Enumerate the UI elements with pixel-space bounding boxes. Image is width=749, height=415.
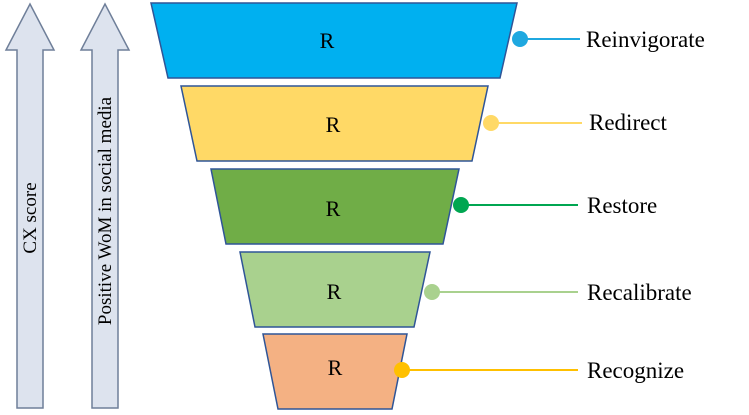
funnel-stage-recognize: R Recognize xyxy=(262,333,684,410)
funnel-letter-restore: R xyxy=(326,196,341,221)
funnel-stage-restore: R Restore xyxy=(210,168,657,245)
funnel-letter-reinvigorate: R xyxy=(320,28,335,53)
funnel-stage-redirect: R Redirect xyxy=(180,85,668,162)
funnel-segment-recalibrate xyxy=(239,251,431,328)
funnel-segment-redirect xyxy=(180,85,489,162)
cx-score-arrow: CX score xyxy=(4,2,56,409)
connector-dot-reinvigorate xyxy=(512,31,528,47)
stage-label-restore: Restore xyxy=(587,193,657,218)
funnel-letter-recognize: R xyxy=(328,355,343,380)
stage-label-recognize: Recognize xyxy=(587,358,684,383)
funnel-segment-restore xyxy=(210,168,460,245)
connector-dot-restore xyxy=(453,197,469,213)
positive-wom-label: Positive WoM in social media xyxy=(95,96,116,325)
cx-score-label: CX score xyxy=(20,182,41,253)
positive-wom-arrow: Positive WoM in social media xyxy=(79,2,131,409)
stage-label-reinvigorate: Reinvigorate xyxy=(586,27,705,52)
connector-dot-recognize xyxy=(394,362,410,378)
stage-label-redirect: Redirect xyxy=(589,110,668,135)
funnel-segment-recognize xyxy=(262,333,408,410)
connector-dot-recalibrate xyxy=(424,284,440,300)
funnel-letter-redirect: R xyxy=(326,112,341,137)
positive-wom-arrow-shape xyxy=(79,2,131,409)
connector-dot-redirect xyxy=(483,115,499,131)
funnel-letter-recalibrate: R xyxy=(327,279,342,304)
cx-score-arrow-shape xyxy=(4,2,56,409)
funnel-stage-recalibrate: R Recalibrate xyxy=(239,251,692,328)
stage-label-recalibrate: Recalibrate xyxy=(587,280,692,305)
funnel-stage-reinvigorate: R Reinvigorate xyxy=(150,2,705,79)
funnel-segment-reinvigorate xyxy=(150,2,518,79)
